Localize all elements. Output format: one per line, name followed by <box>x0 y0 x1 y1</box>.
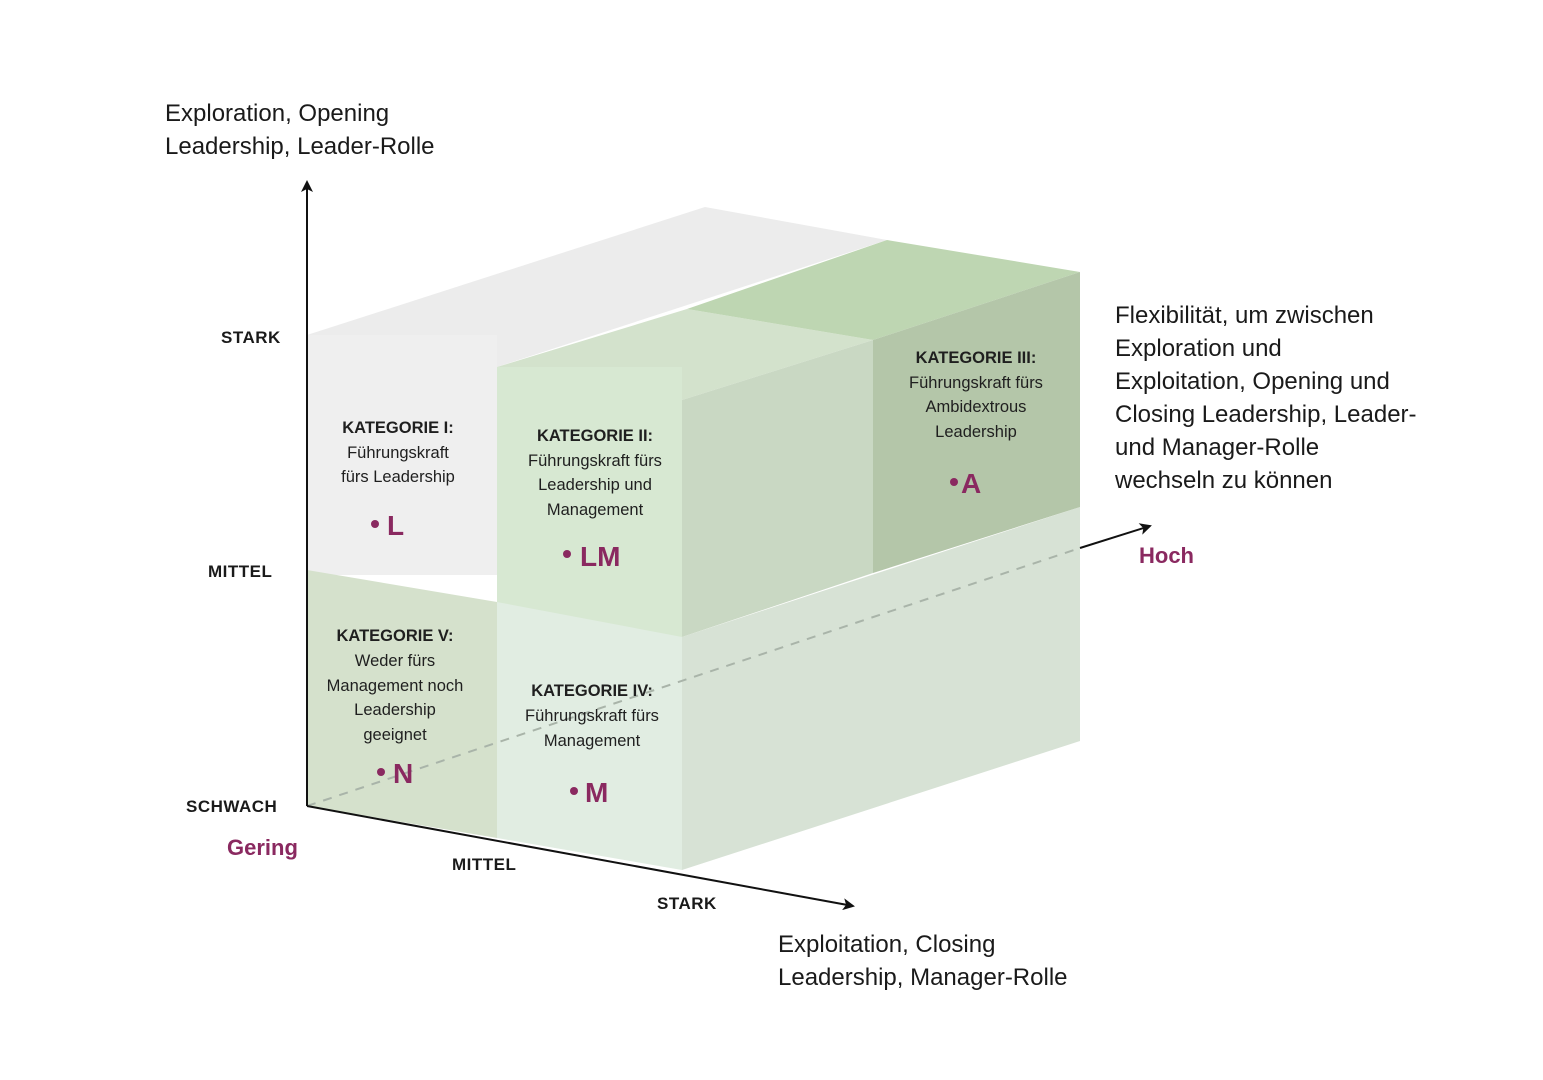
face-category-v <box>307 570 497 838</box>
category-ii-desc-1: Führungskraft fürs <box>528 452 662 470</box>
depth-axis-title: Flexibilität, um zwischen Exploration un… <box>1114 302 1423 494</box>
category-iii-desc-1: Führungskraft fürs <box>909 374 1043 392</box>
category-v: KATEGORIE V: Weder fürs Management noch … <box>327 627 464 789</box>
depth-title-line-6: wechseln zu können <box>1114 467 1332 494</box>
category-i-marker: L <box>387 510 404 541</box>
category-v-marker-dot <box>377 768 385 776</box>
depth-high-label: Hoch <box>1139 543 1194 568</box>
category-v-desc-3: Leadership <box>354 701 436 719</box>
category-ii-marker-dot <box>563 550 571 558</box>
category-iii: KATEGORIE III: Führungskraft fürs Ambide… <box>909 349 1043 499</box>
category-v-desc-2: Management noch <box>327 677 464 695</box>
category-iii-title: KATEGORIE III: <box>916 349 1037 367</box>
category-v-marker: N <box>393 758 413 789</box>
category-i: KATEGORIE I: Führungskraft fürs Leadersh… <box>341 419 455 541</box>
vertical-axis-title-line-1: Exploration, Opening <box>165 100 389 127</box>
horizontal-axis-title-line-2: Leadership, Manager-Rolle <box>778 964 1068 991</box>
category-v-title: KATEGORIE V: <box>336 627 453 645</box>
face-category-ii <box>497 367 682 637</box>
category-ii-marker: LM <box>580 541 620 572</box>
depth-axis-arrow <box>1079 523 1152 549</box>
category-v-desc-4: geeignet <box>363 726 427 744</box>
side-face-lower <box>682 507 1080 870</box>
category-i-marker-dot <box>371 520 379 528</box>
horizontal-tick-mittel: MITTEL <box>452 855 516 874</box>
category-iii-desc-2: Ambidextrous <box>926 398 1027 416</box>
category-iv: KATEGORIE IV: Führungskraft fürs Managem… <box>525 682 659 808</box>
category-iii-marker: A <box>961 468 981 499</box>
category-i-desc-1: Führungskraft <box>347 444 449 462</box>
depth-title-line-5: und Manager-Rolle <box>1115 434 1319 461</box>
category-iii-marker-dot <box>950 478 958 486</box>
side-face-middle <box>682 340 873 637</box>
horizontal-axis-title-line-1: Exploitation, Closing <box>778 931 995 958</box>
vertical-tick-stark: STARK <box>221 328 281 347</box>
category-v-desc-1: Weder fürs <box>355 652 435 670</box>
vertical-axis-title-line-2: Leadership, Leader-Rolle <box>165 133 435 160</box>
category-iv-marker-dot <box>570 787 578 795</box>
face-category-iv <box>497 602 682 870</box>
category-iv-desc-2: Management <box>544 732 641 750</box>
horizontal-tick-stark: STARK <box>657 894 717 913</box>
category-i-title: KATEGORIE I: <box>342 419 454 437</box>
depth-title-line-3: Exploitation, Opening und <box>1115 368 1390 395</box>
depth-title-line-1: Flexibilität, um zwischen <box>1115 302 1374 329</box>
category-iv-desc-1: Führungskraft fürs <box>525 707 659 725</box>
category-i-desc-2: fürs Leadership <box>341 468 455 486</box>
category-ii-desc-2: Leadership und <box>538 476 652 494</box>
category-iv-marker: M <box>585 777 608 808</box>
face-category-i <box>307 335 497 575</box>
category-iii-desc-3: Leadership <box>935 423 1017 441</box>
face-category-iii <box>873 272 1080 573</box>
top-face-grey <box>307 207 887 367</box>
vertical-tick-schwach: SCHWACH <box>186 797 277 816</box>
top-face-green-dark <box>687 240 1080 340</box>
depth-title-line-2: Exploration und <box>1115 335 1282 362</box>
vertical-tick-mittel: MITTEL <box>208 562 272 581</box>
vertical-axis-title: Exploration, Opening Leadership, Leader-… <box>165 100 435 160</box>
category-ii: KATEGORIE II: Führungskraft fürs Leaders… <box>528 427 662 572</box>
horizontal-axis-title: Exploitation, Closing Leadership, Manage… <box>778 931 1068 991</box>
horizontal-axis <box>306 805 855 911</box>
depth-title-line-4: Closing Leadership, Leader- <box>1115 401 1417 428</box>
category-iv-title: KATEGORIE IV: <box>531 682 653 700</box>
category-ii-desc-3: Management <box>547 501 644 519</box>
category-ii-title: KATEGORIE II: <box>537 427 653 445</box>
depth-low-label: Gering <box>227 835 298 860</box>
